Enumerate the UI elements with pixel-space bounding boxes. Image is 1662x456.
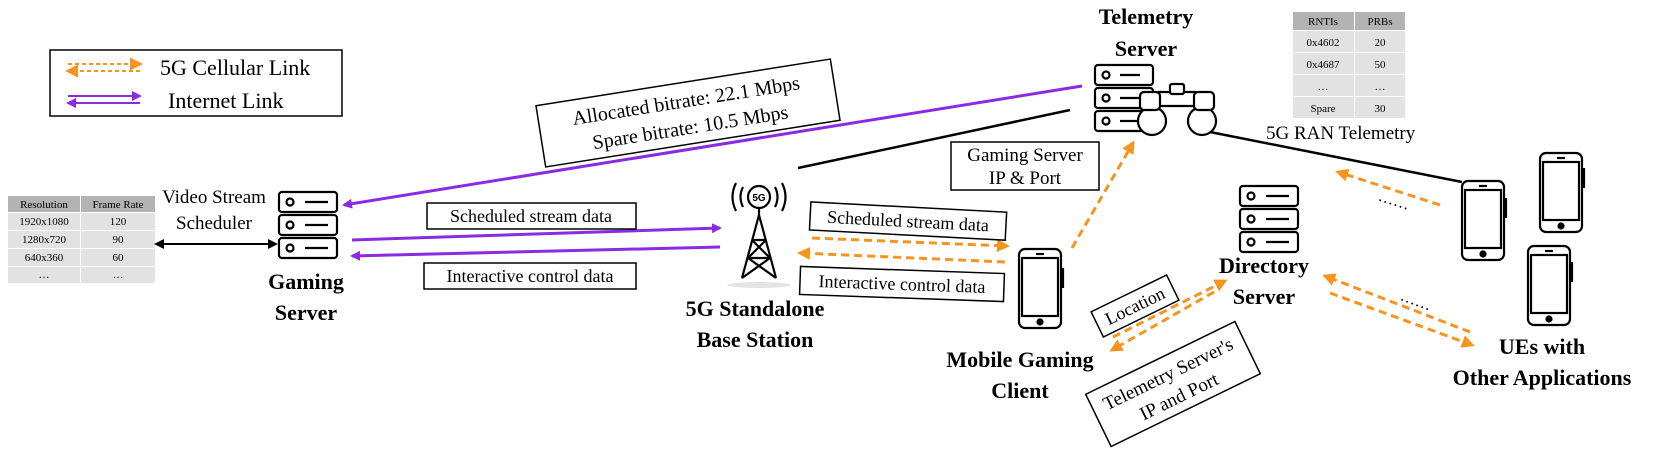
cell-tower-icon (731, 182, 787, 279)
ue-phone-icon (1538, 151, 1586, 234)
tower-shadow (727, 282, 791, 288)
rnti-header: RNTIs (1308, 16, 1338, 28)
res-cell: … (113, 269, 124, 281)
rnti-cell: 0x4602 (1307, 37, 1340, 49)
ctrl-left-text: Interactive control data (447, 266, 614, 286)
mobile-client-phone-icon (1017, 247, 1065, 330)
directory-server-title-line2: Server (1233, 284, 1296, 309)
gaming-ip-label: Gaming Server IP & Port (950, 141, 1100, 191)
bs-telemetry-link (797, 108, 1071, 170)
scheduler-label-line1: Video Stream (162, 187, 266, 208)
gaming-server-title-line2: Server (275, 300, 338, 325)
telemetry-to-gaming-link (342, 84, 1083, 209)
ue-phone-icon (1460, 179, 1508, 262)
res-header-resolution: Resolution (20, 199, 68, 211)
res-cell: 90 (113, 234, 125, 246)
legend-internet-label: Internet Link (168, 88, 283, 113)
prb-header: PRBs (1367, 16, 1392, 28)
ctrl-right-label: Interactive control data (798, 265, 1006, 303)
scheduler-label-line2: Scheduler (176, 213, 253, 234)
rnti-cell: 50 (1375, 59, 1387, 71)
ctrl-left-label: Interactive control data (423, 262, 637, 290)
res-cell: 1280x720 (22, 234, 67, 246)
rnti-cell: … (1375, 81, 1386, 93)
res-cell: 1920x1080 (19, 216, 69, 228)
client-to-bs-link (797, 246, 1006, 264)
ues-to-directory-link (1322, 273, 1471, 334)
telemetry-server-title-line1: Telemetry (1099, 4, 1193, 29)
other-ues-title-line2: Other Applications (1453, 365, 1632, 390)
res-header-framerate: Frame Rate (92, 199, 143, 211)
ran-telemetry-label: 5G RAN Telemetry (1266, 123, 1416, 144)
legend: 5G Cellular Link Internet Link (49, 49, 343, 117)
ellipsis-telemetry: …… (1376, 188, 1412, 214)
gaming-ip-line2: IP & Port (989, 168, 1062, 189)
telemetry-server-title-line2: Server (1115, 36, 1178, 61)
sched-left-text: Scheduled stream data (450, 206, 612, 226)
legend-cellular-label: 5G Cellular Link (160, 55, 310, 80)
client-to-directory-link (1112, 279, 1228, 339)
mobile-client-title-line2: Client (991, 378, 1049, 403)
res-cell: 60 (113, 252, 125, 264)
telemetry-ues-link (1209, 130, 1463, 184)
sched-right-label: Scheduled stream data (808, 201, 1008, 241)
gaming-server-title-line1: Gaming (268, 269, 344, 294)
resolution-table: Resolution Frame Rate 1920x1080 120 1280… (8, 196, 155, 283)
res-cell: 120 (110, 216, 127, 228)
rnti-cell: 0x4687 (1307, 59, 1341, 71)
res-cell: 640x360 (25, 252, 64, 264)
other-ues-title-line1: UEs with (1499, 334, 1585, 359)
ues-to-telemetry-link (1335, 168, 1441, 207)
directory-to-client-link (1109, 290, 1215, 352)
directory-server-title-line1: Directory (1219, 253, 1309, 278)
bs-to-client-link (811, 236, 1010, 253)
rnti-table: RNTIs PRBs 0x4602 20 0x4687 50 … … Spare… (1293, 12, 1405, 118)
sched-left-label: Scheduled stream data (426, 202, 637, 230)
directory-server-icon (1238, 184, 1300, 254)
rnti-cell: … (1318, 81, 1329, 93)
rnti-cell: 20 (1375, 37, 1387, 49)
base-station-title-line1: 5G Standalone (686, 296, 825, 321)
rnti-cell: Spare (1310, 103, 1335, 115)
base-station-badge: 5G (752, 193, 766, 204)
binoculars-icon (1136, 82, 1218, 137)
legend-box (49, 49, 343, 117)
base-station-title-line2: Base Station (697, 327, 814, 352)
bs-to-gaming-link (350, 245, 721, 261)
gaming-ip-line1: Gaming Server (967, 145, 1083, 166)
gaming-server-icon (277, 190, 339, 260)
ue-phone-icon (1526, 244, 1574, 327)
location-label: Location (1090, 274, 1180, 338)
client-to-telemetry-link (1070, 140, 1135, 249)
gaming-to-bs-link (351, 223, 722, 242)
res-cell: … (39, 269, 50, 281)
rnti-cell: 30 (1375, 103, 1387, 115)
telemetry-ip-label: Telemetry Server's IP and Port (1084, 320, 1262, 448)
mobile-client-title-line1: Mobile Gaming (946, 347, 1093, 372)
